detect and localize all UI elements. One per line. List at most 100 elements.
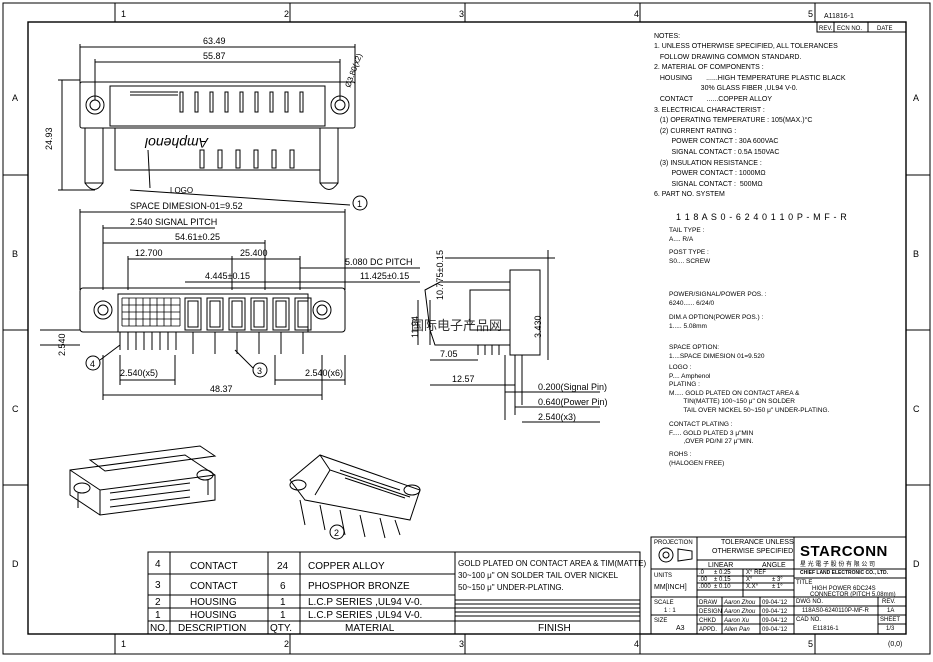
company-logo: STARCONN	[800, 543, 888, 560]
bom-row-4-mat: L.C.P SERIES ,UL94 V-0.	[308, 610, 422, 621]
option-line: POWER/SIGNAL/POWER POS. :	[669, 291, 767, 298]
zone-row-b-right: B	[913, 249, 919, 259]
side-view	[417, 250, 600, 423]
option-line: LOGO :	[669, 364, 692, 371]
note-line: 3. ELECTRICAL CHARACTERIST :	[654, 106, 765, 114]
bom-row-3-desc: HOUSING	[190, 597, 237, 608]
bom-row-3-no: 2	[155, 597, 161, 608]
zone-row-d-right: D	[913, 559, 920, 569]
logo-label: LOGO	[170, 186, 193, 195]
bom-row-4-no: 1	[155, 610, 161, 621]
zone-col-5-bottom: 5	[808, 639, 813, 649]
tb-sheet-label: SHEET	[880, 617, 900, 623]
option-line: TAIL TYPE :	[669, 227, 705, 234]
zone-row-b-left: B	[12, 249, 18, 259]
iso-view-left	[69, 445, 217, 516]
part-number: 1 1 8 A S 0 - 6 2 4 0 1 1 0 P - M F - R	[676, 212, 848, 222]
bom-row-3-mat: L.C.P SERIES ,UL94 V-0.	[308, 597, 422, 608]
dim-54: 54.61±0.25	[175, 232, 220, 242]
note-line: POWER CONTACT : 1000MΩ	[654, 170, 766, 178]
option-line: (HALOGEN FREE)	[669, 459, 725, 467]
note-line: (2) CURRENT RATING :	[654, 127, 737, 135]
note-line: POWER CONTACT : 30A 600VAC	[654, 138, 779, 146]
note-line: 2. MATERIAL OF COMPONENTS :	[654, 64, 764, 72]
top-view	[58, 44, 368, 211]
tb-design-date: 09-04-'12	[762, 609, 788, 615]
logo-text: Amphenol	[144, 135, 209, 151]
bom-row-1-no: 4	[155, 559, 161, 570]
tb-tol-r2-a: .00	[699, 577, 708, 583]
note-line: 6. PART NO. SYSTEM	[654, 191, 725, 199]
option-line: A.... R/A	[669, 235, 694, 243]
tb-title-label: TITLE	[796, 580, 812, 586]
dim-12700: 12.700	[135, 248, 163, 258]
bom-header-finish: FINISH	[538, 623, 571, 634]
tb-linear: LINEAR	[708, 562, 733, 569]
dim-1194: 11.94	[410, 316, 420, 338]
tb-appd-date: 09-04-'12	[762, 627, 788, 633]
bom-grid	[147, 551, 641, 635]
dim-705: 7.05	[440, 349, 458, 359]
option-line: F..... GOLD PLATED 3 μ"MIN	[669, 429, 754, 437]
tb-tol-r3-d: ± 1°	[772, 584, 783, 590]
tb-tolerance-1: TOLERANCE UNLESS	[721, 539, 794, 546]
note-line: (1) OPERATING TEMPERATURE : 105(MAX.)°C	[654, 117, 813, 125]
tb-title-line1: HIGH POWER 6DC24S	[812, 586, 876, 592]
dim-pin-pitch: 2.540(x3)	[538, 412, 576, 422]
tb-appd-name: Allen Pan	[723, 627, 750, 633]
bom-row-3-qty: 1	[280, 597, 286, 608]
bom-row-4-qty: 1	[280, 610, 286, 621]
tb-chkd-date: 09-04-'12	[762, 618, 788, 624]
note-line: 30% GLASS FIBER ,UL94 V-0.	[654, 85, 798, 93]
tb-draw-name: Aaron Zhou	[723, 600, 756, 606]
note-line: 1. UNLESS OTHERWISE SPECIFIED, ALL TOLER…	[654, 43, 838, 50]
front-view	[40, 209, 420, 400]
tb-sheet-val: 1/3	[886, 626, 895, 632]
option-line: PLATING :	[669, 381, 700, 389]
tb-tol-r2-b: ± 0.15	[714, 577, 731, 583]
dim-pin-sig: 0.200(Signal Pin)	[538, 382, 607, 392]
tb-origin: (0,0)	[888, 641, 902, 648]
dim-hole-dia: Ø3.80(x2)	[343, 52, 364, 89]
dim-side-2540: 2.540	[57, 333, 67, 356]
option-line: 1..... 5.08mm	[669, 322, 707, 330]
dim-dc-pitch: 5.080 DC PITCH	[345, 257, 413, 267]
option-line: ROHS :	[669, 451, 692, 458]
tb-design-name: Aaron Zhou	[723, 609, 756, 615]
tb-tolerance-2: OTHERWISE SPECIFIED	[712, 548, 793, 555]
tb-size-val: A3	[676, 625, 685, 632]
tb-scale: SCALE	[654, 600, 674, 606]
dim-pitch-x6: 2.540(x6)	[305, 368, 343, 378]
dim-3430: 3.430	[533, 315, 543, 338]
tb-dwg-val: 118AS0-6240110P-MF-R	[802, 608, 869, 614]
zone-col-1-bottom: 1	[121, 639, 126, 649]
tb-chkd-role: CHKD	[699, 618, 717, 624]
bom-row-4-desc: HOUSING	[190, 610, 237, 621]
option-line: TIN(MATTE) 100~150 μ" ON SOLDER	[669, 398, 795, 406]
option-line: CONTACT PLATING :	[669, 421, 733, 428]
dim-10775: 10.775±0.15	[435, 250, 445, 300]
notes-title: NOTES:	[654, 33, 681, 40]
option-line: ,OVER PD/NI 27 μ"MIN.	[669, 438, 754, 446]
tb-title-line2: CONNECTOR (PITCH 5.08mm)	[810, 592, 896, 598]
zone-col-3-bottom: 3	[459, 639, 464, 649]
callout-2: 2	[334, 528, 339, 538]
tb-tol-r1-c: X° REF	[746, 570, 766, 576]
tb-company-en: CHIEF LAND ELECTRONIC CO., LTD.	[800, 570, 889, 576]
zone-row-d-left: D	[12, 559, 19, 569]
title-block-grid	[650, 536, 907, 635]
tb-tol-r1-b: ± 0.25	[714, 570, 731, 576]
dim-space: SPACE DIMESION-01=9.52	[130, 201, 243, 211]
bom-row-1-desc: CONTACT	[190, 561, 238, 572]
tb-tol-r3-c: X.X°	[746, 584, 759, 590]
dim-4837: 48.37	[210, 384, 233, 394]
option-line: S0.... SCREW	[669, 257, 711, 265]
tb-design-role: DESIGN	[699, 609, 722, 615]
tb-angle: ANGLE	[762, 562, 786, 569]
tb-draw-date: 09-04-'12	[762, 600, 788, 606]
dim-height: 24.93	[44, 127, 54, 150]
bom-header-no: NO.	[150, 623, 168, 634]
dim-pin-pow: 0.640(Power Pin)	[538, 397, 608, 407]
